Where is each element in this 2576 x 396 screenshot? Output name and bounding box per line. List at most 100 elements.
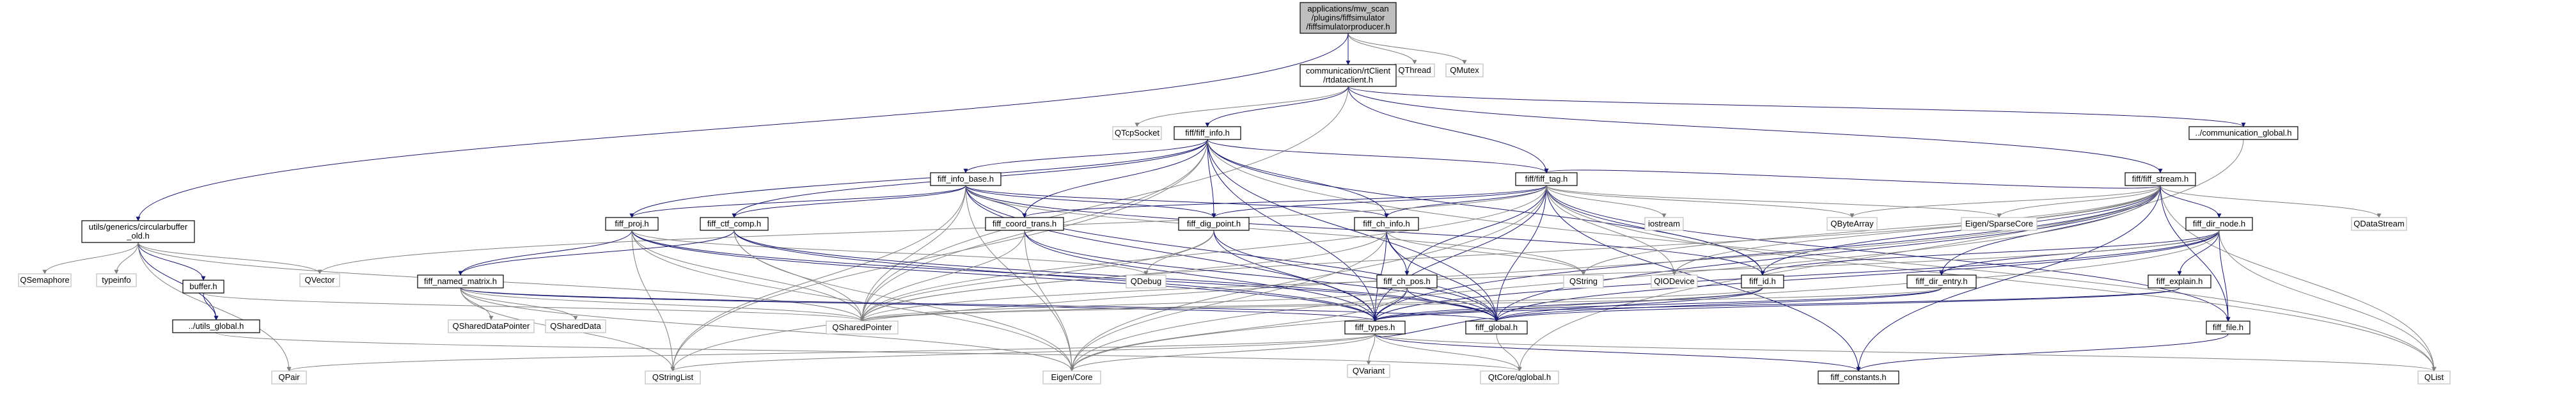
node-label: QSharedData [550,321,601,331]
edge-fiff_named_matrix-to-fiff_global [460,287,1499,322]
edge-fiff_id-to-fiff_global [1494,287,1763,322]
edge-fiff_ctf_comp-to-fiff_types [734,230,1378,322]
edge-fiff_info-to-fiff_global [1207,139,1499,322]
edge-circbuf-to-utils_global [137,242,219,321]
node-buffer[interactable]: buffer.h [182,280,224,294]
edge-fiff_types-to-qtcoreglobal [1374,333,1522,372]
node-label: fiff/fiff_stream.h [2132,174,2188,184]
edge-rtdataclient-to-fiff_tag [1347,86,1549,173]
node-fiff-stream[interactable]: fiff/fiff_stream.h [2124,172,2196,186]
edge-fiff_ch_pos-to-fiff_global [1406,287,1499,322]
node-circbuf[interactable]: utils/generics/circularbuffer_old.h [81,220,195,243]
edge-fiff_stream-to-qbytearray [1850,185,2161,218]
node-label: QList [2424,372,2444,382]
node-box [1300,2,1397,34]
node-fiff-ctf-comp[interactable]: fiff_ctf_comp.h [700,217,769,231]
node-box [645,370,701,384]
edge-fiff_stream-to-fiff_file [2160,185,2231,322]
edge-fiff_dir_node-to-fiff_id [1760,230,2220,276]
edge-fiff_global-to-qtcoreglobal [1496,333,1522,372]
edge-fiff_types-to-qvariant [1366,333,1376,365]
node-rtdataclient[interactable]: communication/rtClient/rtdataclient.h [1300,64,1397,87]
node-box [271,370,307,384]
edge-fiff_stream-to-qlist [2160,185,2437,372]
edge-fiff_proj-to-qsharedpointer [631,230,865,322]
node-comm-global[interactable]: ../communication_global.h [2188,126,2298,140]
node-fiff-global[interactable]: fiff_global.h [1465,321,1528,335]
edge-fiff_info_base-to-fiff_proj [629,185,966,218]
node-fiff-info[interactable]: fiff/fiff_info.h [1174,126,1241,140]
edge-fiff_types-to-eigen_core [1069,333,1376,372]
node-fiff-dig-point[interactable]: fiff_dig_point.h [1178,217,1250,231]
edge-buffer-to-utils_global [203,292,219,321]
node-box [1174,126,1241,140]
node-fiff-file[interactable]: fiff_file.h [2206,321,2250,335]
node-box [1344,321,1406,335]
node-fiff-dir-entry[interactable]: fiff_dir_entry.h [1906,274,1977,289]
node-box [700,217,769,231]
node-label: fiff_dir_entry.h [1915,276,1967,286]
node-fiff-explain[interactable]: fiff_explain.h [2148,274,2211,289]
edge-fiff_coord_trans-to-fiff_global [1024,230,1499,322]
node-box [1818,370,1899,384]
node-qdatastream: QDataStream [2351,217,2407,231]
node-label: QDataStream [2353,219,2404,228]
node-fiff-tag[interactable]: fiff/fiff_tag.h [1515,172,1578,186]
node-box [81,220,195,243]
edge-fiff_types-to-fiff_constants [1374,333,1861,372]
node-fiff-id[interactable]: fiff_id.h [1741,274,1784,289]
edge-root-to-qthread [1347,33,1417,65]
edge-fiff_info-to-fiff_coord_trans [1022,139,1208,218]
node-box [985,217,1064,231]
edge-fiff_types-to-fiff_global [1374,317,1499,337]
node-fiff-ch-pos[interactable]: fiff_ch_pos.h [1376,274,1438,289]
node-label: QSemaphore [20,275,69,285]
node-fiff-coord-trans[interactable]: fiff_coord_trans.h [985,217,1064,231]
node-label: fiff_id.h [1749,276,1776,286]
node-fiff-info-base[interactable]: fiff_info_base.h [930,172,1001,186]
edge-fiff_info-to-fiff_tag [1207,139,1549,173]
node-qshareddata: QSharedData [545,319,606,333]
node-label: QStringList [652,372,694,382]
node-label: /fiffsimulatorproducer.h [1306,22,1390,31]
edge-fiff_proj-to-qstringlist [631,230,675,372]
edge-fiff_dig_point-to-fiff_global [1213,230,1499,322]
node-box [2188,126,2298,140]
node-label: fiff_types.h [1355,322,1395,332]
node-qiodevice: QIODevice [1651,274,1698,289]
node-fiff-types[interactable]: fiff_types.h [1344,321,1406,335]
node-fiff-proj[interactable]: fiff_proj.h [605,217,659,231]
node-box [2351,217,2407,231]
node-label: communication/rtClient [1306,66,1391,75]
node-box [417,274,504,289]
edge-fiff_info_base-to-qstring [965,185,1586,276]
node-label: QtCore/qglobal.h [1488,372,1551,382]
edge-root-to-qmutex [1347,33,1467,65]
nodes-layer: applications/mw_scan/plugins/fiffsimulat… [18,2,2451,384]
edge-fiff_dir_entry-to-fiff_global [1494,287,1942,322]
edge-fiff_coord_trans-to-qsharedpointer [860,230,1025,322]
node-root[interactable]: applications/mw_scan/plugins/fiffsimulat… [1300,2,1397,34]
edge-fiff_tag-to-qlist [1546,185,2437,372]
node-typeinfo: typeinfo [96,273,137,287]
node-fiff-named-matrix[interactable]: fiff_named_matrix.h [417,274,504,289]
node-label: fiff_dig_point.h [1187,219,1241,228]
node-utils-global[interactable]: ../utils_global.h [172,319,260,333]
node-fiff-ch-info[interactable]: fiff_ch_info.h [1354,217,1419,231]
node-fiff-dir-node[interactable]: fiff_dir_node.h [2185,217,2253,231]
edge-fiff_named_matrix-to-qshareddata [460,287,578,321]
edge-fiff_dir_node-to-fiff_types [1372,230,2220,322]
edge-circbuf-to-qpair [137,242,292,372]
edge-fiff_tag-to-fiff_constants [1546,185,1861,372]
node-qsemaphore: QSemaphore [18,273,72,287]
node-fiff-constants[interactable]: fiff_constants.h [1818,370,1899,384]
node-label: QTcpSocket [1115,128,1159,138]
node-box [182,280,224,294]
node-label: fiff_ch_info.h [1363,219,1410,228]
node-label: fiff/fiff_tag.h [1525,174,1568,184]
node-label: QVariant [1353,366,1385,376]
node-box [2148,274,2211,289]
node-box [96,273,137,287]
node-label: QIODevice [1654,276,1695,286]
node-label: buffer.h [189,281,217,291]
